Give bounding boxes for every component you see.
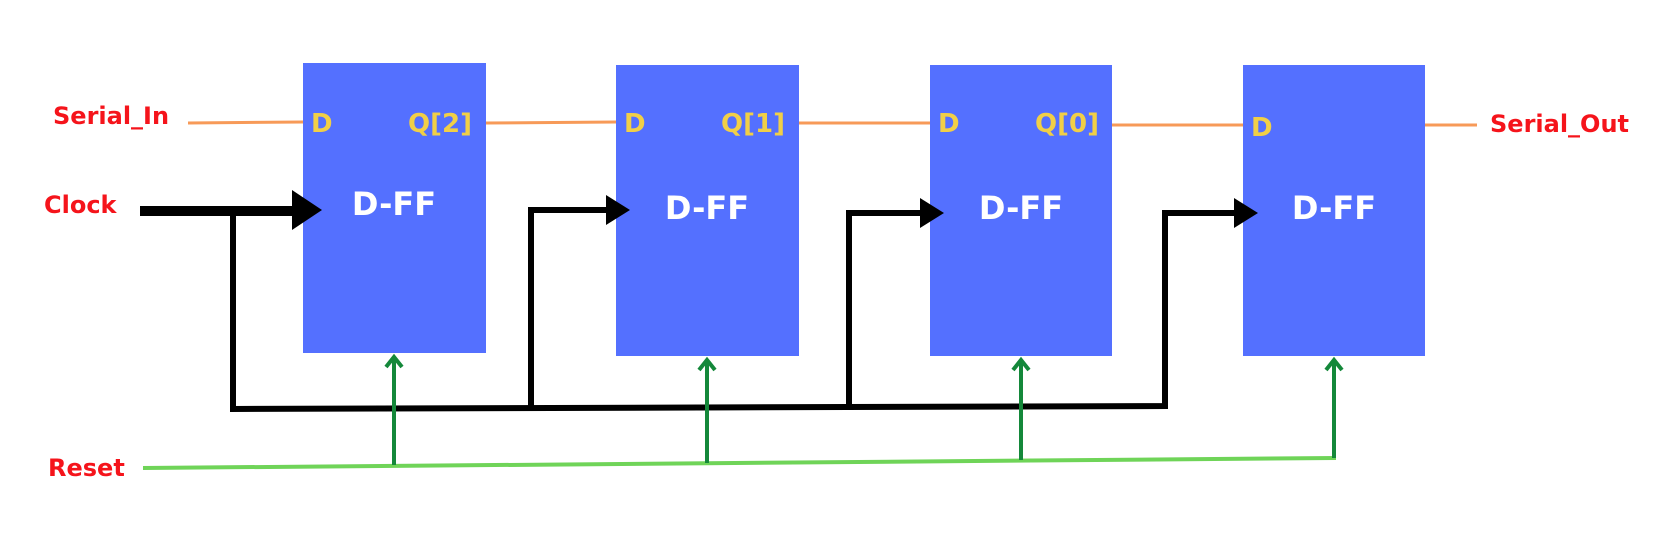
reset-label: Reset bbox=[48, 454, 125, 482]
ff1-q-pin: Q[2] bbox=[408, 109, 472, 139]
ff3-title: D-FF bbox=[979, 189, 1063, 227]
flip-flop-box bbox=[1243, 65, 1425, 356]
clock-arrow-ff1 bbox=[292, 190, 322, 230]
ff2-title: D-FF bbox=[665, 189, 749, 227]
serial-out-label: Serial_Out bbox=[1490, 110, 1629, 138]
flip-flop-3 bbox=[930, 65, 1112, 356]
reset-arrowhead-ff3 bbox=[1011, 356, 1031, 372]
serial-in-label: Serial_In bbox=[53, 102, 169, 130]
reset-arrowhead-ff2 bbox=[697, 356, 717, 372]
clock-arrow-ff2 bbox=[606, 195, 630, 225]
ff2-d-pin: D bbox=[624, 109, 646, 139]
ff4-d-pin: D bbox=[1251, 113, 1273, 143]
ff1-d-pin: D bbox=[311, 109, 333, 139]
reset-wire bbox=[142, 456, 1337, 470]
reset-network bbox=[142, 353, 1344, 470]
ff3-d-pin: D bbox=[938, 109, 960, 139]
flip-flop-box bbox=[616, 65, 799, 356]
clock-label: Clock bbox=[44, 191, 118, 219]
reset-arrowhead-ff4 bbox=[1324, 356, 1344, 372]
clock-arrow-ff3 bbox=[920, 198, 944, 228]
clock-branch-ff2 bbox=[528, 207, 612, 407]
ff2-q-pin: Q[1] bbox=[721, 109, 785, 139]
ff1-title: D-FF bbox=[352, 185, 436, 223]
flip-flop-1 bbox=[303, 63, 486, 353]
clock-bus bbox=[230, 211, 1168, 413]
ff3-q-pin: Q[0] bbox=[1035, 109, 1099, 139]
ff4-title: D-FF bbox=[1292, 189, 1376, 227]
q2-wire bbox=[485, 120, 617, 125]
serial-data-path bbox=[187, 120, 1477, 127]
clock-arrow-ff4 bbox=[1234, 198, 1258, 228]
flip-flop-box bbox=[303, 63, 486, 353]
flip-flop-4 bbox=[1243, 65, 1425, 356]
serial-in-wire bbox=[187, 120, 304, 125]
clock-network bbox=[140, 190, 1258, 413]
reset-arrowhead-ff1 bbox=[384, 353, 404, 369]
flip-flop-box bbox=[930, 65, 1112, 356]
clock-branch-ff3 bbox=[846, 210, 925, 406]
flip-flop-2 bbox=[616, 65, 799, 356]
